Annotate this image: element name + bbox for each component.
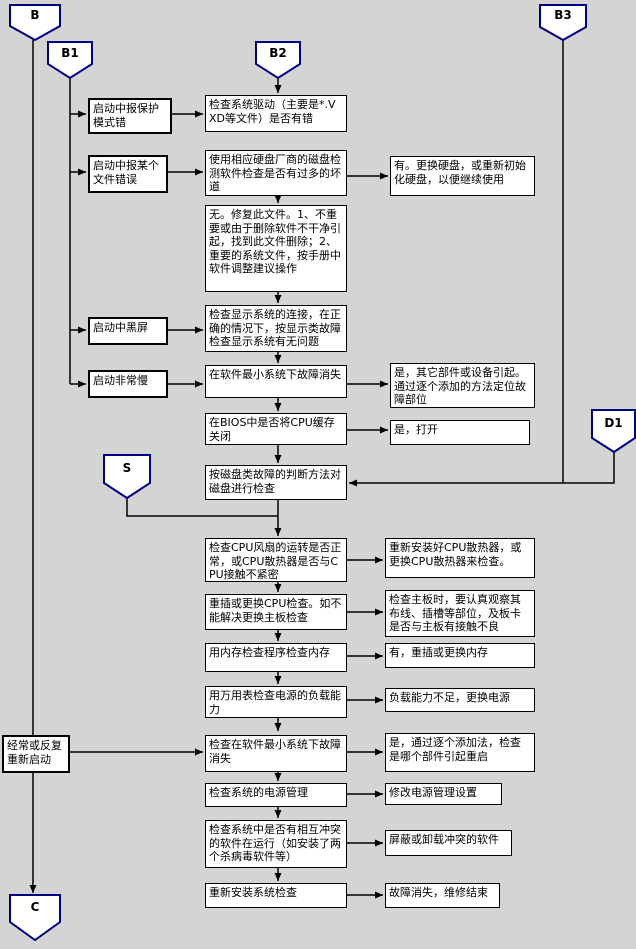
flow-box-open-cache: 是，打开 [390, 420, 530, 445]
flow-box-bios-cpu-cache: 在BIOS中是否将CPU缓存关闭 [205, 413, 347, 445]
flow-box-reseat-cpu: 重插或更换CPU检查。如不能解决更换主板检查 [205, 594, 347, 630]
connector-b2-shape [255, 41, 301, 80]
flow-box-power-mgmt: 检查系统的电源管理 [205, 783, 347, 807]
flow-box-slow-boot: 启动非常慢 [88, 370, 168, 398]
flow-connector-shapes [9, 4, 636, 942]
flow-box-other-parts: 是，其它部件或设备引起。通过逐个添加的方法定位故障部位 [390, 363, 535, 408]
flow-box-check-display: 检查显示系统的连接，在正确的情况下，按显示类故障检查显示系统有无问题 [205, 305, 347, 352]
flow-box-check-driver: 检查系统驱动（主要是*.VXD等文件）是否有错 [205, 95, 347, 132]
connector-b3-shape [539, 4, 587, 42]
connector-s-shape [103, 454, 151, 500]
flow-box-repair-done: 故障消失，维修结束 [385, 883, 500, 908]
flow-box-memory-check: 用内存检查程序检查内存 [205, 643, 347, 672]
flow-box-reinstall: 重新安装系统检查 [205, 883, 347, 908]
flow-box-reinstall-cooler: 重新安装好CPU散热器，或更换CPU散热器来检查。 [385, 538, 535, 578]
flow-box-modify-power: 修改电源管理设置 [385, 783, 502, 805]
flow-box-psu-load: 用万用表检查电源的负载能力 [205, 686, 347, 718]
connector-b1-shape [47, 41, 93, 80]
flow-arrow-lines [29, 78, 615, 899]
flow-box-cpu-fan: 检查CPU风扇的运转是否正常，或CPU散热器是否与CPU接触不紧密 [205, 538, 347, 582]
flow-box-disk-fault-check: 按磁盘类故障的判断方法对磁盘进行检查 [205, 465, 347, 500]
flow-box-frequent-restart: 经常或反复重新启动 [2, 735, 70, 773]
flow-box-repair-file: 无。修复此文件。1、不重要或由于删除软件不干净引起，找到此文件删除；2、重要的系… [205, 205, 347, 292]
flow-box-protect-mode-error: 启动中报保护模式错 [88, 98, 172, 134]
flow-box-file-error: 启动中报某个文件错误 [88, 155, 168, 193]
flow-box-check-mainboard: 检查主板时，要认真观察其布线、插槽等部位，及板卡是否与主板有接触不良 [385, 590, 535, 637]
connector-b-shape [9, 4, 61, 42]
flow-box-conflict-software: 检查系统中是否有相互冲突的软件在运行（如安装了两个杀病毒软件等） [205, 820, 347, 868]
flow-box-min-system-fault: 在软件最小系统下故障消失 [205, 365, 347, 398]
flow-trunk-lines [32, 40, 564, 735]
flow-box-disable-conflict: 屏蔽或卸载冲突的软件 [385, 830, 512, 856]
flow-box-replace-disk: 有。更换硬盘，或重新初始化硬盘，以便继续使用 [390, 156, 535, 196]
flow-box-replace-memory: 有，重插或更换内存 [385, 643, 535, 668]
connector-c-shape [9, 894, 61, 942]
flow-box-replace-psu: 负载能力不足，更换电源 [385, 688, 535, 712]
flow-box-min-system-fault2: 检查在软件最小系统下故障消失 [205, 735, 347, 772]
flow-box-disk-check-tool: 使用相应硬盘厂商的磁盘检测软件检查是否有过多的坏道 [205, 150, 347, 196]
flow-box-black-screen: 启动中黑屏 [88, 317, 168, 345]
flow-box-add-one-by-one: 是，通过逐个添加法，检查是哪个部件引起重启 [385, 733, 535, 772]
connector-d1-shape [591, 409, 636, 454]
